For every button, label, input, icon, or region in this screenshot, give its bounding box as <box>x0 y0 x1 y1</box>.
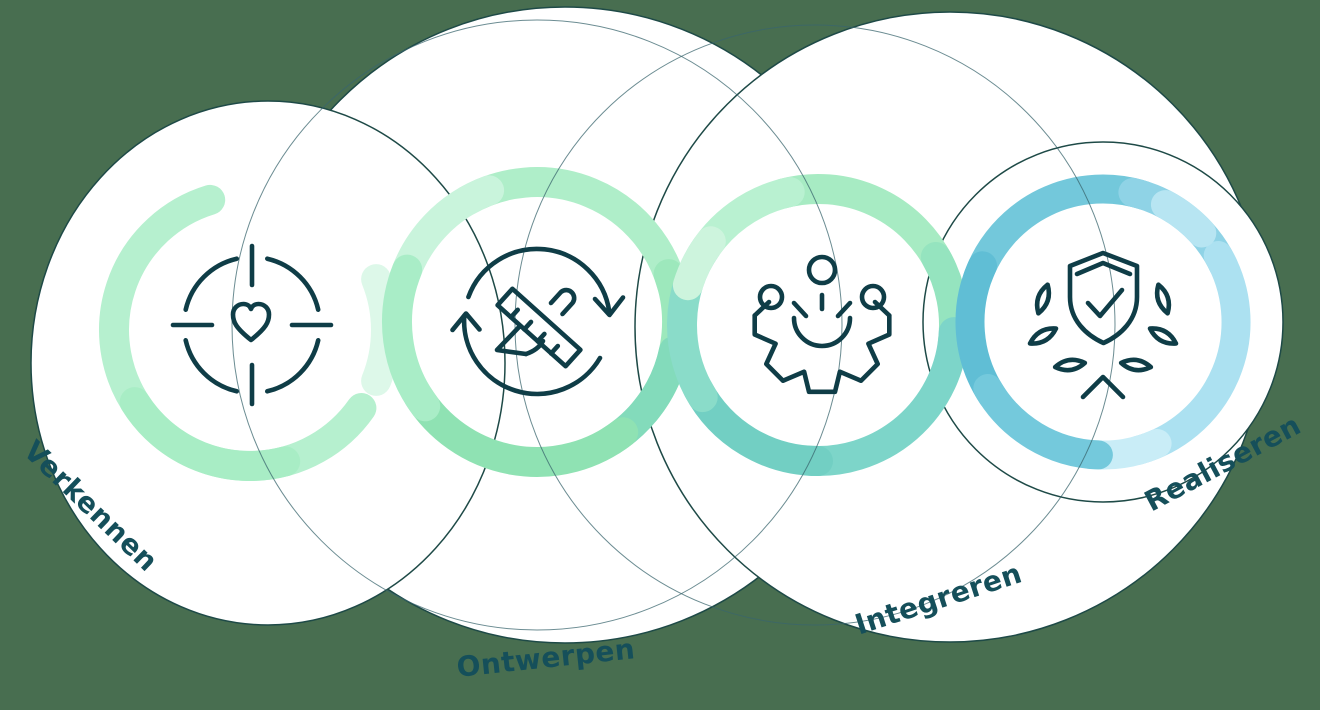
progress-rings-layer <box>99 167 1251 481</box>
design-cycle-icon <box>450 246 626 397</box>
progress-ring-4 <box>955 174 1251 470</box>
hairline-circle <box>231 19 843 631</box>
hairline-circles-layer <box>231 19 1116 631</box>
people-gear-icon <box>752 254 892 395</box>
ring-segment <box>382 254 441 422</box>
ring-segment <box>791 317 969 476</box>
ring-segment <box>973 374 1113 470</box>
hairline-circle <box>514 24 1116 626</box>
heart-target-icon <box>170 243 334 407</box>
ring-segment <box>672 226 726 301</box>
ring-segment <box>963 174 1159 291</box>
shield-check-laurel-icon <box>1027 250 1179 400</box>
ring-segment <box>1150 190 1217 248</box>
progress-ring-2 <box>382 167 693 477</box>
progress-ring-3 <box>667 173 970 476</box>
ring-segment <box>403 381 639 477</box>
white-circles-layer <box>30 6 1284 644</box>
white-ellipse <box>30 100 506 626</box>
ring-segment <box>119 387 301 481</box>
